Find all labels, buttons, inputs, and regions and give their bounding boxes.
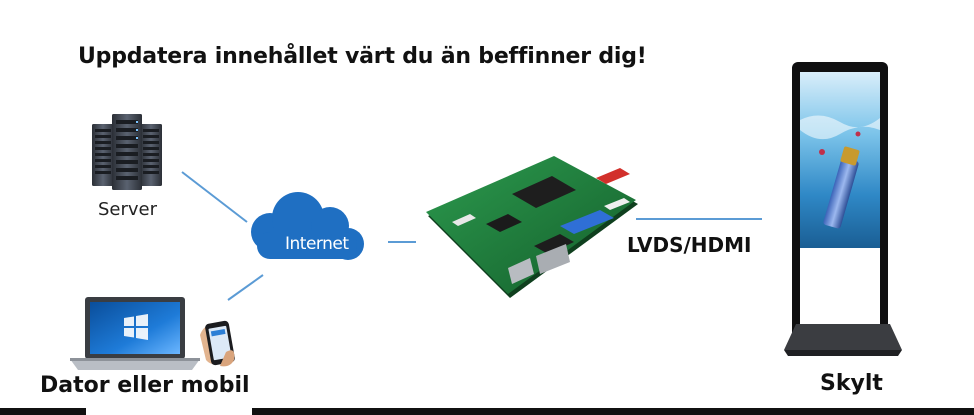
bottom-border-gap bbox=[86, 408, 252, 415]
connection-lines bbox=[181, 171, 762, 301]
cloud-icon bbox=[251, 192, 364, 260]
server-label: Server bbox=[98, 199, 158, 220]
controller-board-icon bbox=[426, 156, 638, 298]
server-icon bbox=[92, 114, 162, 190]
mobile-phone-icon bbox=[200, 320, 235, 367]
skylt-label: Skylt bbox=[820, 371, 883, 396]
kiosk-display-icon bbox=[784, 62, 902, 356]
internet-label: Internet bbox=[285, 234, 349, 254]
dator-label: Dator eller mobil bbox=[40, 373, 250, 398]
bottom-border bbox=[0, 408, 974, 415]
connection-label: LVDS/HDMI bbox=[627, 233, 752, 257]
link-server-internet bbox=[181, 171, 248, 223]
headline: Uppdatera innehållet värt du än beffinne… bbox=[78, 44, 647, 69]
link-dator-internet bbox=[227, 274, 264, 301]
laptop-icon bbox=[70, 297, 200, 370]
